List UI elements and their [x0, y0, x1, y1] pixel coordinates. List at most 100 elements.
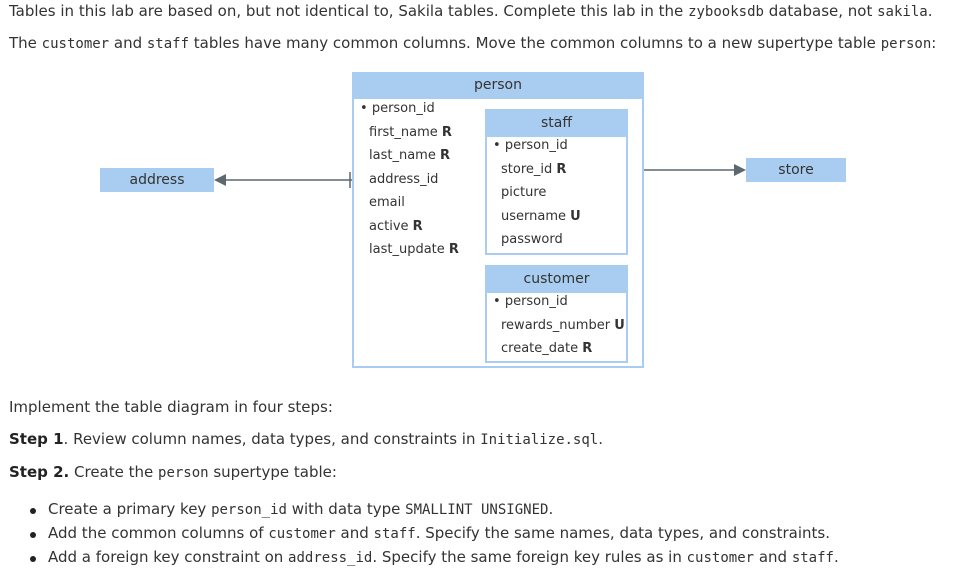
person-column: address_id	[369, 172, 438, 187]
database-name-code: sakila	[877, 4, 928, 20]
staff-table-title: staff	[540, 115, 572, 131]
intro-text: :	[931, 34, 937, 52]
intro-text: Tables in this lab are based on, but not…	[9, 2, 689, 20]
person-column: active R	[369, 219, 423, 234]
column-name: first_name	[369, 125, 438, 140]
file-name-code: Initialize.sql	[480, 432, 599, 448]
customer-table-header: customer	[487, 267, 626, 293]
bullet-text: Add the common columns of	[48, 524, 269, 542]
staff-column: password	[501, 232, 563, 247]
address-table-label: address	[129, 172, 185, 188]
intro-text: database, not	[763, 2, 878, 20]
column-flag: R	[556, 162, 567, 177]
bullet-text: Create a primary key	[48, 500, 212, 518]
person-pk-column: • person_id	[360, 101, 435, 116]
person-column: last_update R	[369, 242, 459, 257]
step-text: . Review column names, data types, and c…	[63, 430, 481, 448]
inline-code: address_id	[288, 550, 373, 566]
inline-code: person_id	[211, 502, 287, 518]
column-name: store_id	[501, 162, 553, 177]
column-name: last_name	[369, 148, 436, 163]
customer-table-title: customer	[523, 271, 590, 287]
column-name: email	[369, 195, 405, 210]
column-name: picture	[501, 185, 547, 200]
column-name: person_id	[371, 101, 435, 116]
table-name-code: customer	[41, 36, 110, 52]
primary-key-bullet-icon: •	[360, 101, 368, 116]
intro-text: tables have many common columns. Move th…	[189, 34, 881, 52]
list-item: Add the common columns of customer and s…	[30, 524, 839, 548]
steps-intro-text: Implement the table diagram in four step…	[9, 398, 333, 416]
column-flag: R	[582, 341, 593, 356]
column-name: password	[501, 232, 563, 247]
column-name: rewards_number	[501, 318, 611, 333]
bullet-text: .	[833, 548, 839, 566]
column-name: last_update	[369, 242, 445, 257]
list-item: Add a foreign key constraint on address_…	[30, 548, 839, 572]
table-name-code: staff	[146, 36, 190, 52]
column-name: person_id	[504, 294, 568, 309]
person-table-title: person	[474, 77, 522, 93]
staff-column: username U	[501, 209, 581, 224]
primary-key-bullet-icon: •	[493, 138, 501, 153]
person-table: person • person_id first_name R last_nam…	[352, 72, 644, 368]
staff-column: store_id R	[501, 162, 566, 177]
inline-code: SMALLINT UNSIGNED	[405, 502, 549, 518]
inline-code: customer	[268, 526, 336, 542]
address-table-box: address	[100, 168, 214, 192]
table-name-code: person	[880, 36, 932, 52]
bullet-text: Add a foreign key constraint on	[48, 548, 289, 566]
customer-column: create_date R	[501, 341, 592, 356]
staff-column: picture	[501, 185, 546, 200]
table-name-code: person	[158, 465, 209, 481]
person-table-header: person	[354, 74, 642, 99]
column-flag: R	[412, 219, 423, 234]
inline-code: staff	[373, 526, 416, 542]
intro-text: The	[9, 34, 42, 52]
customer-pk-column: • person_id	[493, 294, 568, 309]
bullet-text: and	[335, 524, 374, 542]
bullet-text: and	[754, 548, 792, 566]
customer-table: customer • person_id rewards_number U cr…	[485, 265, 628, 363]
intro-paragraph-2: The customer and staff tables have many …	[9, 34, 936, 52]
staff-table: staff • person_id store_id R picture use…	[485, 109, 628, 255]
column-name: username	[501, 209, 566, 224]
column-name: active	[369, 219, 409, 234]
column-flag: R	[448, 242, 459, 257]
column-name: create_date	[501, 341, 579, 356]
staff-table-header: staff	[487, 111, 626, 137]
primary-key-bullet-icon: •	[493, 294, 501, 309]
intro-paragraph-1: Tables in this lab are based on, but not…	[9, 2, 932, 20]
store-table-box: store	[746, 158, 846, 182]
step-text: .	[598, 430, 604, 448]
step-label: Step 1	[9, 430, 64, 448]
staff-pk-column: • person_id	[493, 138, 568, 153]
intro-text: .	[927, 2, 933, 20]
column-flag: U	[614, 318, 625, 333]
store-arrowhead-icon	[734, 164, 746, 176]
step-2-bullet-list: Create a primary key person_id with data…	[30, 500, 839, 572]
inline-code: staff	[791, 550, 834, 566]
list-item: Create a primary key person_id with data…	[30, 500, 839, 524]
store-table-label: store	[778, 162, 814, 178]
steps-intro: Implement the table diagram in four step…	[9, 398, 333, 416]
step-text: Create the	[69, 463, 159, 481]
address-arrowhead-icon	[214, 174, 226, 186]
step-text: supertype table:	[208, 463, 337, 481]
intro-text: and	[109, 34, 147, 52]
inline-code: customer	[686, 550, 755, 566]
bullet-text: . Specify the same names, data types, an…	[415, 524, 830, 542]
bullet-text: . Specify the same foreign key rules as …	[372, 548, 687, 566]
step-2: Step 2. Create the person supertype tabl…	[9, 463, 337, 481]
column-flag: U	[570, 209, 581, 224]
column-flag: R	[439, 148, 450, 163]
customer-column: rewards_number U	[501, 318, 625, 333]
column-name: person_id	[504, 138, 568, 153]
person-column: last_name R	[369, 148, 450, 163]
step-1: Step 1. Review column names, data types,…	[9, 430, 603, 448]
person-column: email	[369, 195, 405, 210]
person-column: first_name R	[369, 125, 452, 140]
column-name: address_id	[369, 172, 439, 187]
bullet-text: .	[548, 500, 554, 518]
database-name-code: zybooksdb	[688, 4, 764, 20]
